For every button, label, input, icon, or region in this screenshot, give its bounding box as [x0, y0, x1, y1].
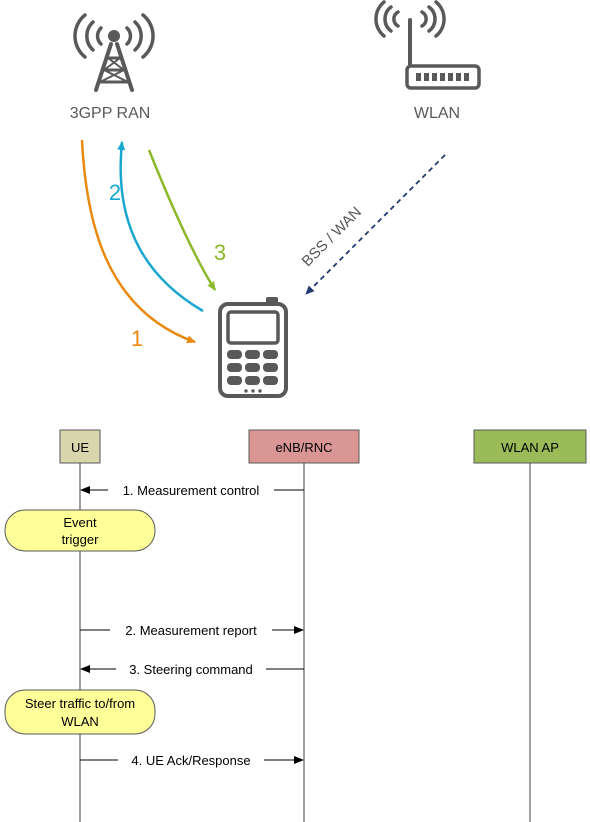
step3-arrow [147, 149, 217, 291]
step1-arrow [80, 139, 196, 344]
bss-wan-arrow [305, 154, 446, 295]
note-steer-traffic-line1: Steer traffic to/from [25, 696, 135, 711]
note-event-trigger-line2: trigger [62, 532, 100, 547]
participant-enb-rnc-label: eNB/RNC [275, 440, 332, 455]
wifi-router-icon [374, 0, 481, 90]
note-event-trigger: Event trigger [4, 509, 156, 552]
wlan-label: WLAN [414, 105, 460, 122]
message-3-label: 3. Steering command [129, 662, 253, 677]
participant-wlan-ap: WLAN AP [473, 429, 587, 464]
participant-ue-label: UE [71, 440, 89, 455]
note-steer-traffic: Steer traffic to/from WLAN [4, 689, 156, 735]
step1-label: 1 [131, 326, 143, 351]
message-1: 1. Measurement control [80, 482, 304, 498]
mobile-phone-icon [218, 297, 288, 398]
step2-arrow [117, 141, 204, 313]
participant-ue: UE [59, 429, 101, 464]
note-steer-traffic-line2: WLAN [61, 714, 99, 729]
ran-label: 3GPP RAN [70, 105, 151, 122]
step2-label: 2 [109, 180, 121, 205]
step3-label: 3 [214, 240, 226, 265]
bss-wan-label: BSS / WAN [299, 204, 365, 270]
message-2: 2. Measurement report [80, 622, 304, 638]
cell-tower-icon [73, 13, 155, 92]
participant-wlan-ap-label: WLAN AP [501, 440, 559, 455]
message-2-label: 2. Measurement report [125, 623, 257, 638]
message-3: 3. Steering command [80, 661, 304, 677]
participant-enb-rnc: eNB/RNC [248, 429, 360, 464]
note-event-trigger-line1: Event [63, 515, 97, 530]
message-4: 4. UE Ack/Response [80, 752, 304, 768]
message-1-label: 1. Measurement control [123, 483, 260, 498]
message-4-label: 4. UE Ack/Response [131, 753, 250, 768]
